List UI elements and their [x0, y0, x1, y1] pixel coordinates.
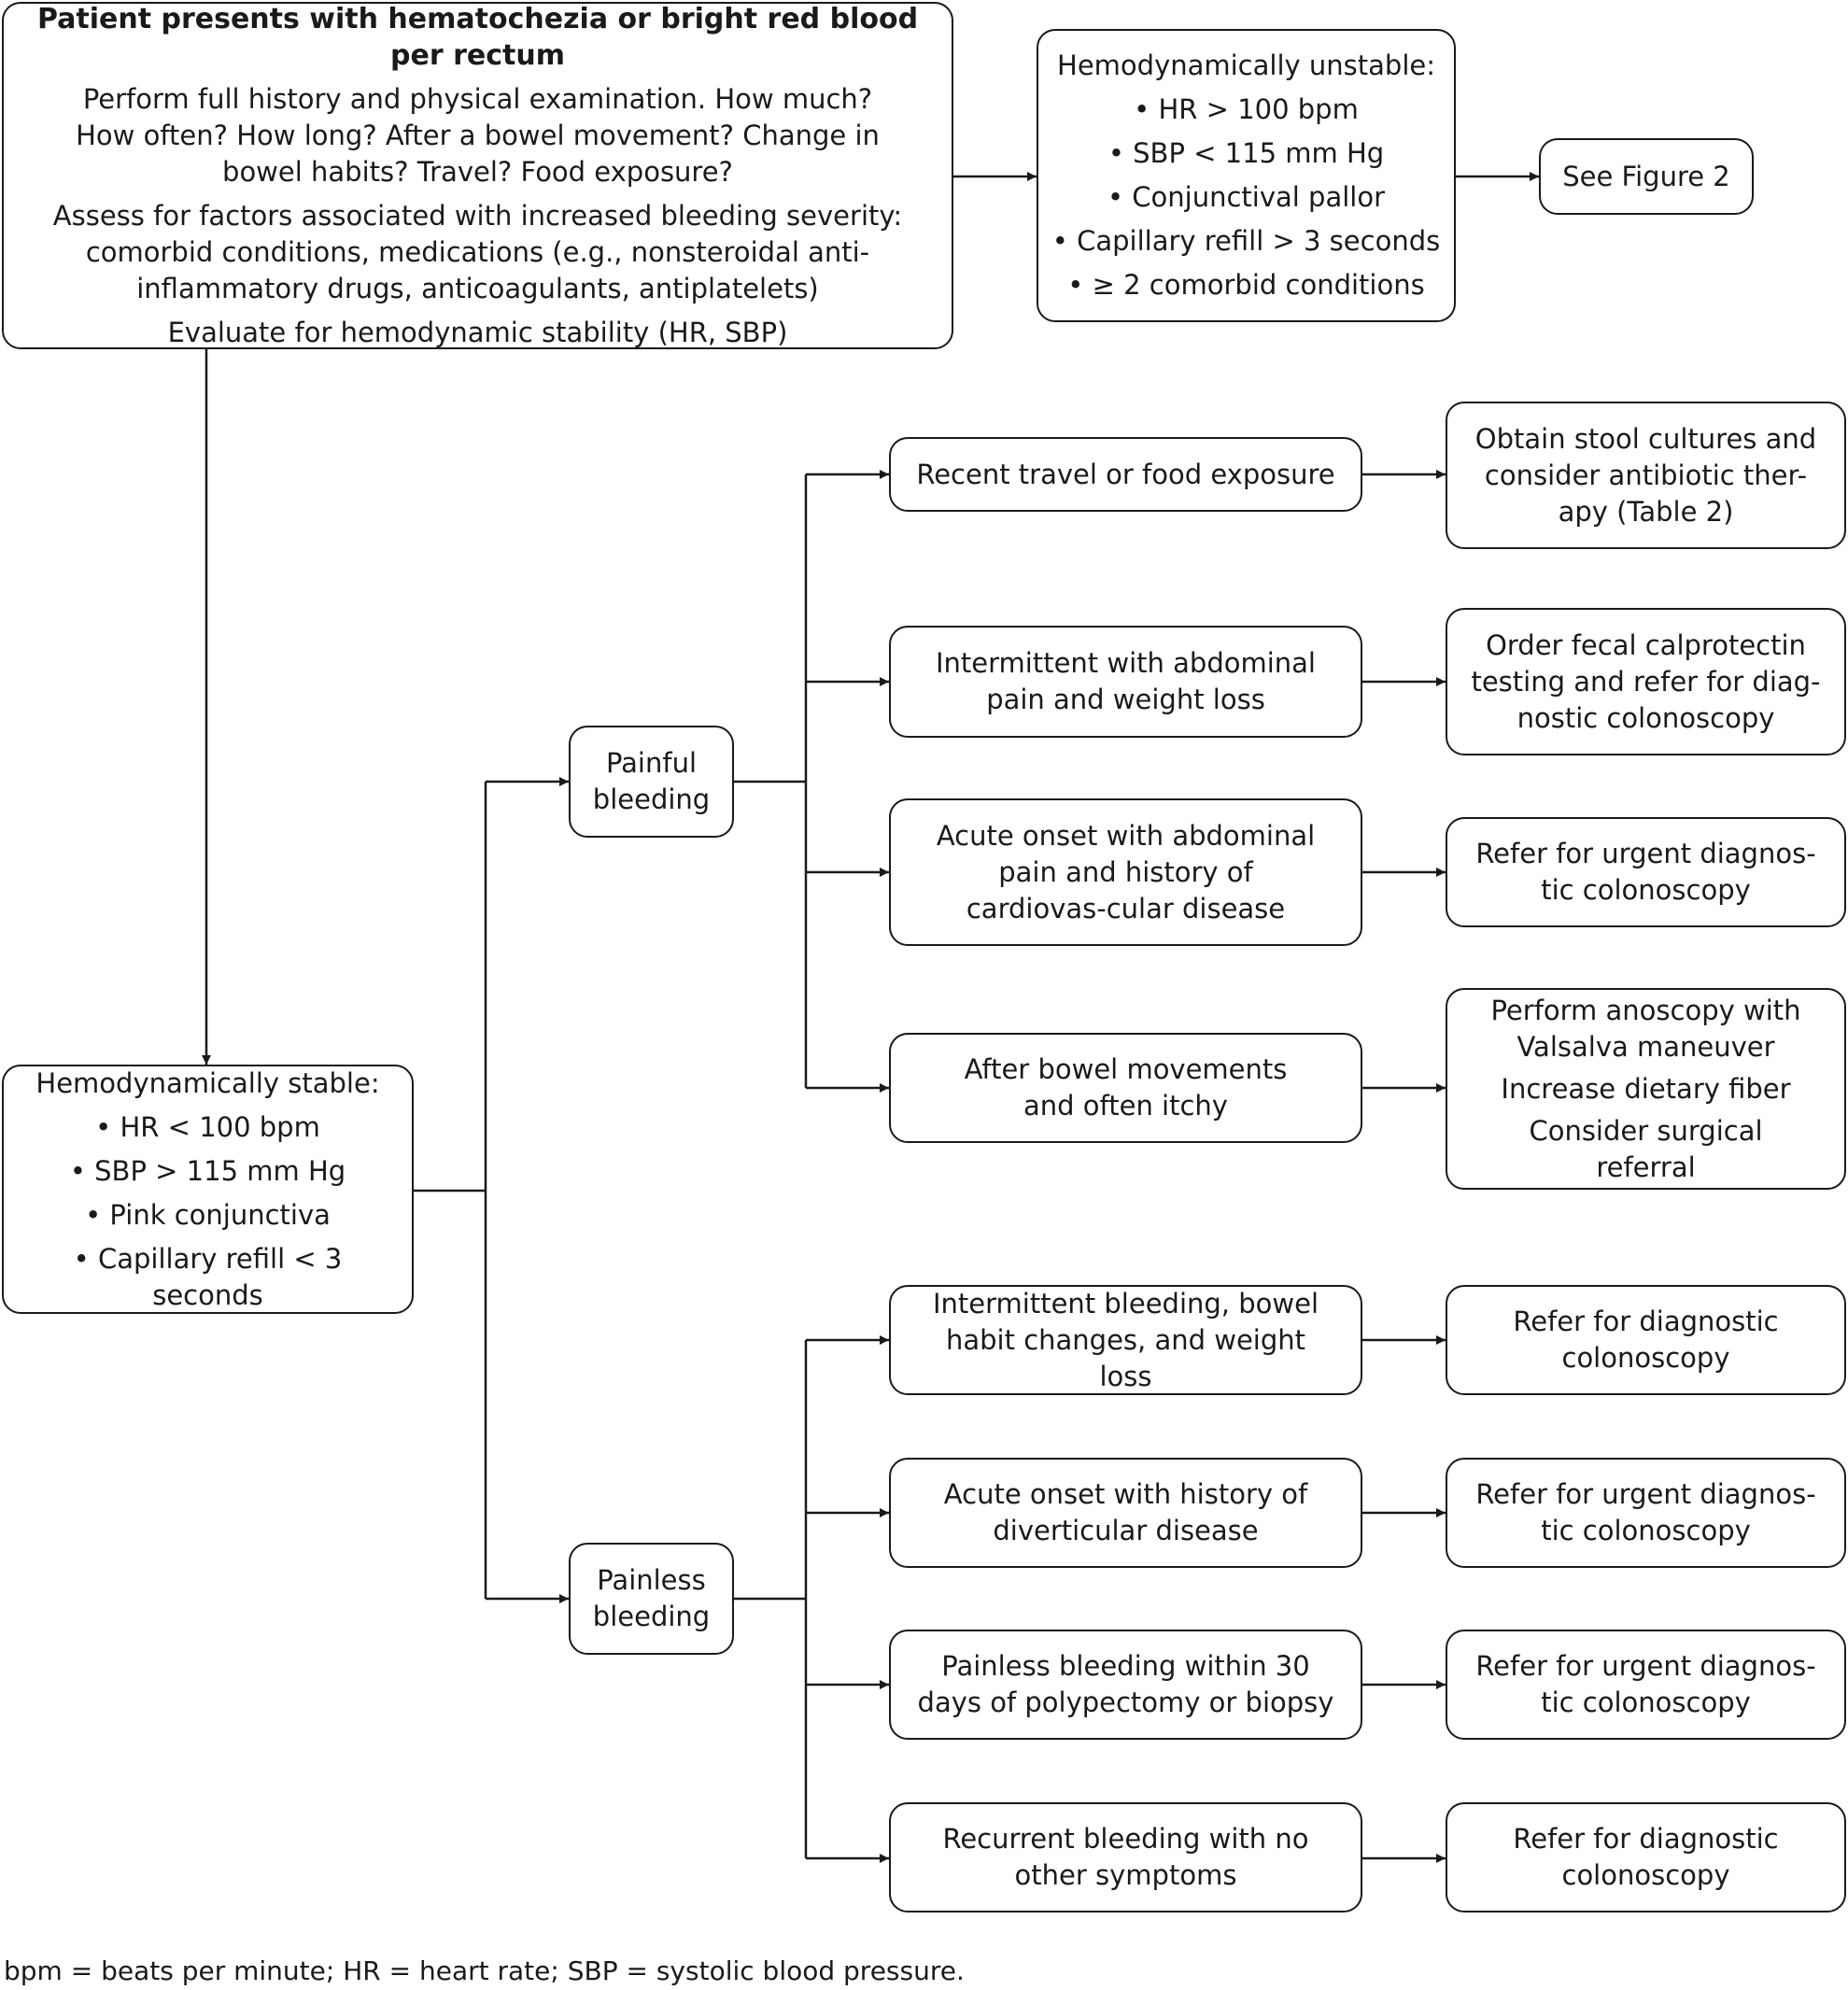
- unstable-box: Hemodynamically unstable: • HR > 100 bpm…: [1037, 29, 1456, 322]
- action-text: Perform anoscopy with Valsalva maneuver: [1490, 994, 1801, 1063]
- unstable-item: • Capillary refill > 3 seconds: [1051, 225, 1441, 257]
- painless-bleeding-box: Painless bleeding: [569, 1543, 734, 1655]
- condition-text: Acute onset with history of diverticular…: [943, 1478, 1308, 1546]
- figure-ref-text: See Figure 2: [1562, 160, 1730, 192]
- condition-text: Recurrent bleeding with no other symptom…: [942, 1823, 1309, 1891]
- stable-box: Hemodynamically stable: • HR < 100 bpm •…: [2, 1065, 414, 1314]
- unstable-item: • Conjunctival pallor: [1107, 181, 1386, 213]
- start-line-stability: Evaluate for hemodynamic stability (HR, …: [167, 316, 788, 348]
- unstable-heading: Hemodynamically unstable:: [1057, 49, 1435, 81]
- start-line-history: Perform full history and physical examin…: [76, 82, 880, 188]
- figure-ref-box: See Figure 2: [1539, 138, 1754, 215]
- action-box: Order fecal calprotectin testing and ref…: [1446, 608, 1846, 755]
- condition-box: Painless bleeding within 30 days of poly…: [889, 1630, 1362, 1740]
- painful-bleeding-box: Painful bleeding: [569, 726, 734, 838]
- start-box: Patient presents with hematochezia or br…: [2, 2, 953, 349]
- stable-heading: Hemodynamically stable:: [35, 1066, 380, 1099]
- start-title: Patient presents with hematochezia or br…: [36, 2, 919, 72]
- action-text: Consider surgical referral: [1529, 1114, 1763, 1183]
- stable-item: • HR < 100 bpm: [95, 1110, 320, 1143]
- unstable-item: • SBP < 115 mm Hg: [1107, 137, 1385, 169]
- condition-box: Intermittent bleeding, bowel habit chang…: [889, 1285, 1362, 1395]
- condition-box: Recent travel or food exposure: [889, 437, 1362, 512]
- condition-text: Intermittent bleeding, bowel habit chang…: [932, 1287, 1319, 1392]
- action-text: Refer for diagnostic colonoscopy: [1513, 1823, 1779, 1891]
- condition-box: After bowel movements and often itchy: [889, 1033, 1362, 1143]
- stable-item: • Capillary refill < 3 seconds: [73, 1242, 343, 1311]
- action-text: Order fecal calprotectin testing and ref…: [1471, 628, 1821, 734]
- action-box: Refer for urgent diagnos-tic colonoscopy: [1446, 1458, 1846, 1568]
- action-box: Refer for diagnostic colonoscopy: [1446, 1285, 1846, 1395]
- unstable-item: • ≥ 2 comorbid conditions: [1067, 269, 1425, 301]
- action-text: Increase dietary fiber: [1501, 1072, 1791, 1105]
- condition-box: Recurrent bleeding with no other symptom…: [889, 1802, 1362, 1912]
- condition-text: After bowel movements and often itchy: [964, 1053, 1288, 1122]
- stable-item: • Pink conjunctiva: [85, 1198, 331, 1231]
- condition-text: Intermittent with abdominal pain and wei…: [935, 647, 1316, 715]
- painless-bleeding-label: Painless bleeding: [592, 1564, 711, 1632]
- action-box: Perform anoscopy with Valsalva maneuver …: [1446, 988, 1846, 1190]
- action-box: Refer for urgent diagnos-tic colonoscopy: [1446, 1630, 1846, 1740]
- action-text: Refer for urgent diagnos-tic colonoscopy: [1475, 1650, 1816, 1718]
- unstable-item: • HR > 100 bpm: [1134, 93, 1359, 125]
- stable-item: • SBP > 115 mm Hg: [69, 1154, 346, 1187]
- action-box: Refer for diagnostic colonoscopy: [1446, 1802, 1846, 1912]
- condition-text: Recent travel or food exposure: [916, 458, 1335, 490]
- action-text: Obtain stool cultures and consider antib…: [1474, 422, 1817, 528]
- condition-text: Painless bleeding within 30 days of poly…: [917, 1650, 1334, 1718]
- action-text: Refer for urgent diagnos-tic colonoscopy: [1475, 838, 1816, 906]
- abbreviation-footnote: bpm = beats per minute; HR = heart rate;…: [4, 1955, 965, 1986]
- action-text: Refer for urgent diagnos-tic colonoscopy: [1475, 1478, 1816, 1546]
- start-line-severity: Assess for factors associated with incre…: [52, 199, 903, 304]
- painful-bleeding-label: Painful bleeding: [592, 747, 711, 815]
- action-box: Refer for urgent diagnos-tic colonoscopy: [1446, 817, 1846, 927]
- condition-box: Intermittent with abdominal pain and wei…: [889, 626, 1362, 738]
- condition-box: Acute onset with history of diverticular…: [889, 1458, 1362, 1568]
- action-box: Obtain stool cultures and consider antib…: [1446, 402, 1846, 549]
- condition-text: Acute onset with abdominal pain and hist…: [936, 819, 1316, 924]
- action-text: Refer for diagnostic colonoscopy: [1513, 1305, 1779, 1374]
- condition-box: Acute onset with abdominal pain and hist…: [889, 798, 1362, 946]
